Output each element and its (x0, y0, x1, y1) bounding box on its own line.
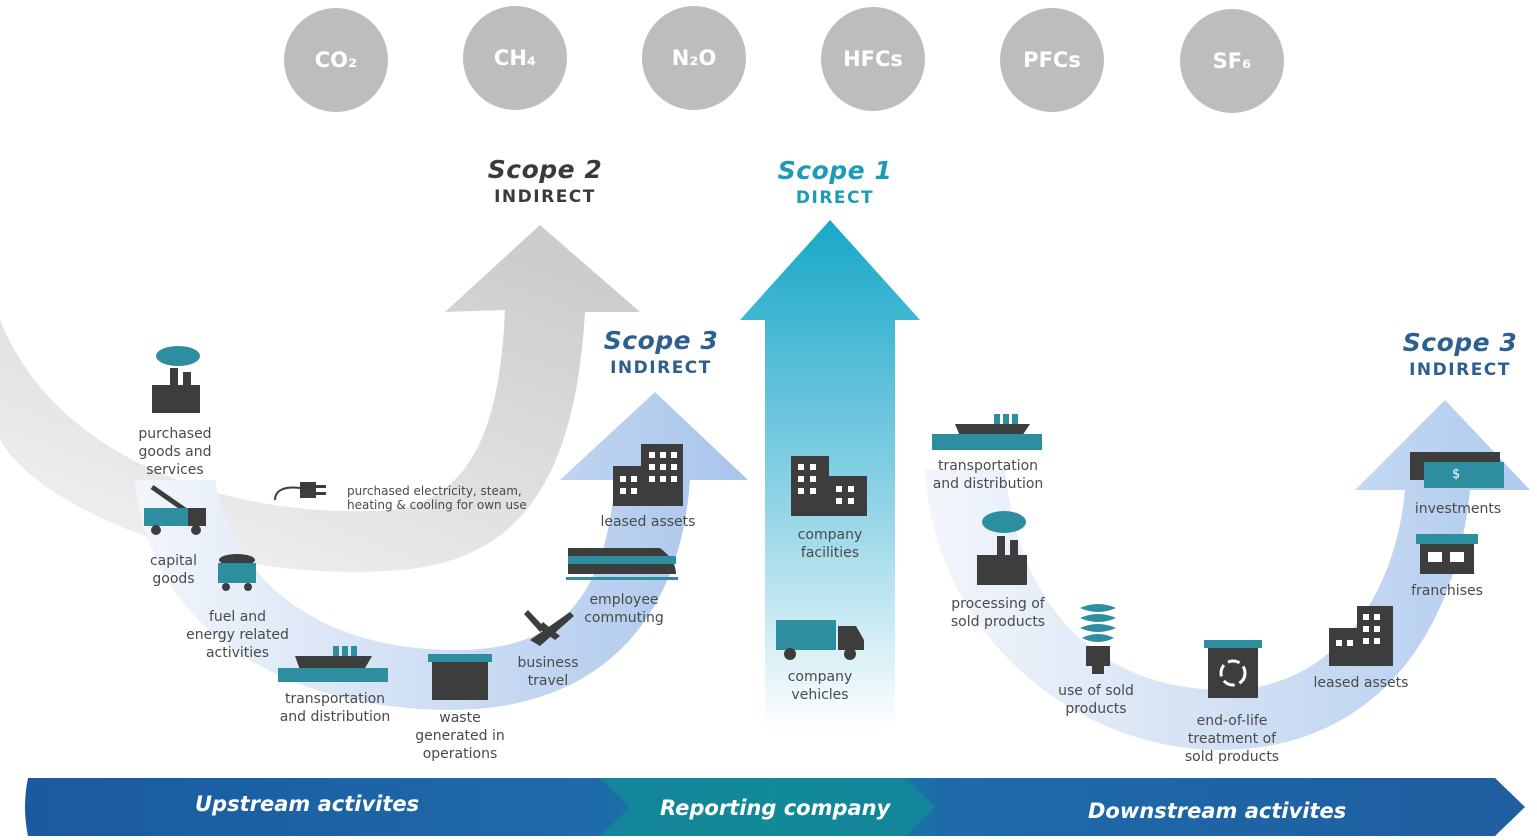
investment-cash-icon (1410, 452, 1504, 488)
scope3-downstream-title: Scope 3 (1402, 328, 1518, 357)
label-processing: processing of sold products (950, 596, 1046, 630)
label-employee-commuting: employee commuting (584, 592, 664, 626)
gas-n2o-badge: N₂O (642, 6, 746, 110)
scope2-heading: Scope 2 INDIRECT (470, 155, 620, 207)
label-downstream-leased-assets: leased assets (1313, 675, 1409, 691)
label-use-of-sold: use of sold products (1058, 683, 1134, 717)
label-purchased-goods: purchased goods and services (138, 426, 212, 478)
label-fuel-energy: fuel and energy related activities (186, 609, 289, 661)
label-upstream-leased-assets: leased assets (600, 514, 696, 530)
scope2-subtitle: INDIRECT (494, 187, 596, 207)
downstream-leased-building-icon (1329, 606, 1393, 666)
label-business-travel: business travel (517, 655, 579, 689)
scope3-downstream-heading: Scope 3 INDIRECT (1385, 328, 1535, 380)
train-icon (566, 548, 678, 580)
investment-dollar-sign: $ (1452, 467, 1461, 482)
light-bulb-icon (1080, 604, 1116, 674)
band-upstream-label: Upstream activites (195, 792, 420, 816)
gas-sf6-badge: SF₆ (1180, 9, 1284, 113)
recycle-bin-icon (1204, 640, 1262, 698)
gas-pfcs-badge: PFCs (1000, 8, 1104, 112)
label-waste: waste generated in operations (415, 710, 505, 762)
crane-truck-icon (144, 484, 206, 535)
gas-hfcs-badge: HFCs (821, 7, 925, 111)
plug-icon (274, 482, 326, 501)
company-facilities-icon (791, 456, 867, 516)
factory-icon (152, 346, 200, 413)
label-investments: investments (1414, 501, 1502, 517)
scope1-subtitle: DIRECT (795, 188, 875, 208)
ship-icon (278, 646, 388, 682)
processing-factory-icon (977, 511, 1027, 585)
scope1-title: Scope 1 (777, 156, 893, 185)
waste-bin-icon (428, 654, 492, 700)
scope1-heading: Scope 1 DIRECT (760, 156, 910, 208)
scope3-downstream-subtitle: INDIRECT (1409, 360, 1511, 380)
reporting-band-chevron (600, 778, 935, 836)
scope1-arrow (740, 220, 920, 730)
scope3-upstream-title: Scope 3 (603, 326, 719, 355)
label-franchises: franchises (1411, 583, 1483, 599)
downstream-ship-icon (932, 414, 1042, 450)
gas-ch4-badge: CH₄ (463, 6, 567, 110)
scope3-upstream-subtitle: INDIRECT (610, 358, 712, 378)
scope3-upstream-arc (135, 392, 748, 710)
franchise-shop-icon (1416, 534, 1478, 574)
company-truck-icon (776, 620, 864, 660)
label-end-of-life: end-of-life treatment of sold products (1184, 713, 1280, 765)
leased-building-icon (613, 444, 683, 506)
label-company-facilities: company facilities (797, 527, 863, 561)
label-purchased-electricity: purchased electricity, steam, heating & … (347, 484, 527, 512)
label-upstream-transportation: transportation and distribution (279, 691, 391, 725)
airplane-icon (524, 610, 574, 646)
label-capital-goods: capital goods (149, 553, 197, 587)
scope3-upstream-heading: Scope 3 INDIRECT (586, 326, 736, 378)
label-downstream-transportation: transportation and distribution (932, 458, 1044, 492)
coal-cart-icon (218, 554, 256, 591)
gas-co2-badge: CO₂ (284, 8, 388, 112)
band-downstream-label: Downstream activites (1088, 799, 1347, 823)
band-reporting-label: Reporting company (660, 796, 891, 820)
scope2-title: Scope 2 (487, 155, 603, 184)
label-company-vehicles: company vehicles (787, 669, 853, 703)
